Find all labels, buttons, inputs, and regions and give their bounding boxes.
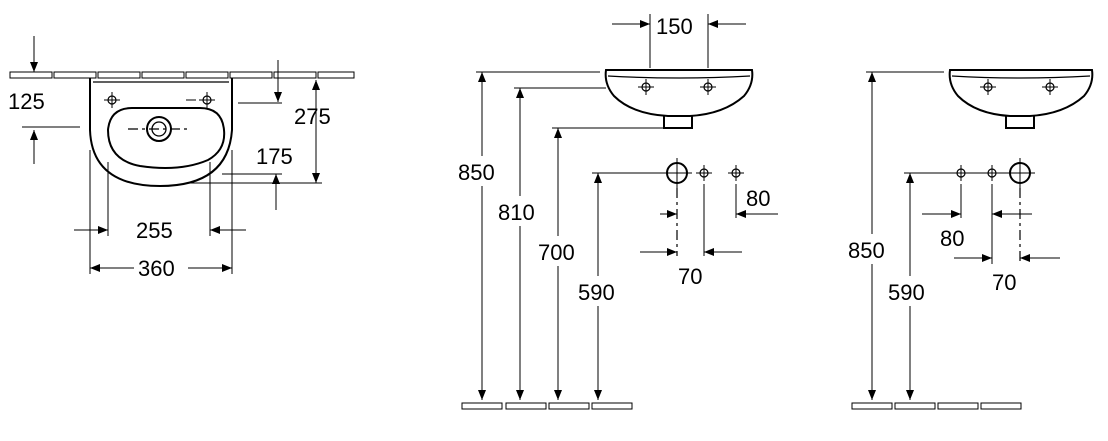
front-view-floor (461, 402, 633, 410)
front-tap-hole-left-icon (637, 78, 655, 96)
top-view-inner-bowl (106, 107, 226, 169)
top-view-dim-275: 275 (294, 104, 331, 129)
right-view-basin (948, 69, 1094, 117)
top-view-dim-255: 255 (136, 218, 173, 243)
top-view-dim-175: 175 (256, 144, 293, 169)
top-view-basin-outline (89, 78, 233, 188)
right-supply-pipe-1-icon (952, 164, 970, 182)
front-view-pipes (662, 158, 745, 256)
right-view-dim-70: 70 (992, 270, 1016, 295)
right-view-floor (851, 402, 1022, 410)
front-view-dim-810: 810 (498, 200, 535, 225)
supply-pipe-1-icon (695, 164, 713, 182)
front-view-basin (604, 69, 754, 117)
front-view-dim-80: 80 (746, 186, 770, 211)
tap-hole-right-icon (198, 91, 216, 109)
supply-pipe-2-icon (727, 164, 745, 182)
top-view-dim-125: 125 (8, 89, 45, 114)
right-view-dim-590: 590 (888, 280, 925, 305)
right-view-dim-850: 850 (848, 238, 885, 263)
right-tap-hole-left-icon (979, 78, 997, 96)
front-view: 150 850 810 700 590 (456, 14, 778, 410)
front-view-dim-150: 150 (656, 14, 693, 39)
front-view-dim-70: 70 (678, 264, 702, 289)
top-view-wall (9, 71, 355, 79)
right-supply-pipe-2-icon (983, 164, 1001, 182)
front-view-dim-590: 590 (578, 280, 615, 305)
right-view-pipes (952, 158, 1035, 264)
top-view: 125 275 175 255 360 (8, 36, 355, 281)
right-view: 850 590 80 70 (846, 69, 1094, 410)
top-view-dim-360: 360 (138, 256, 175, 281)
right-tap-hole-right-icon (1041, 78, 1059, 96)
front-tap-hole-right-icon (699, 78, 717, 96)
front-view-dim-850: 850 (458, 160, 495, 185)
right-view-dim-80: 80 (940, 226, 964, 251)
tap-hole-left-icon (103, 91, 121, 109)
front-view-dim-700: 700 (538, 240, 575, 265)
